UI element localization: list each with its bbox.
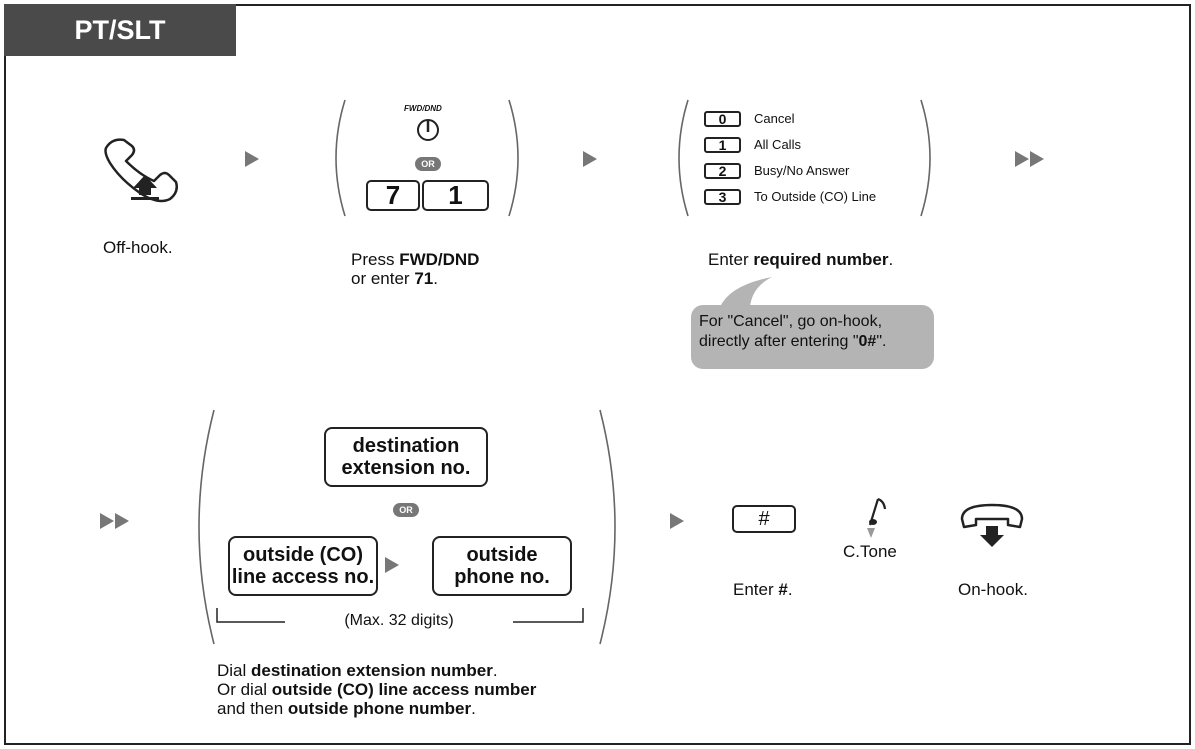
off-hook-label: Off-hook. bbox=[103, 238, 173, 257]
tab-label: PT/SLT bbox=[74, 14, 166, 45]
step-arrow-2 bbox=[583, 151, 597, 167]
option-label-all-calls: All Calls bbox=[754, 137, 801, 152]
step5-caption: Enter #. bbox=[733, 580, 793, 599]
option-key-0: 0 bbox=[704, 111, 741, 127]
or-badge-2: OR bbox=[393, 503, 419, 517]
co-line-access-box: outside (CO)line access no. bbox=[228, 536, 378, 596]
bracket-right bbox=[508, 99, 519, 217]
bracket-left bbox=[335, 99, 346, 217]
step2-caption: Press FWD/DND or enter 71. bbox=[351, 250, 480, 288]
cancel-note: For "Cancel", go on-hook, directly after… bbox=[691, 305, 934, 369]
max-digits-label: (Max. 32 digits) bbox=[344, 612, 454, 629]
option-label-busy-no-answer: Busy/No Answer bbox=[754, 163, 850, 178]
step-arrow-5 bbox=[670, 513, 684, 529]
step-arrow-4a bbox=[100, 513, 114, 529]
option-key-1: 1 bbox=[704, 137, 741, 153]
step-arrow-3b bbox=[1030, 151, 1044, 167]
music-note-icon bbox=[867, 497, 887, 538]
fwd-dnd-key-label: FWD/DND bbox=[404, 104, 442, 113]
dial-key-1: 1 bbox=[422, 180, 489, 211]
on-hook-handset-icon bbox=[960, 503, 1024, 529]
step-arrow-1 bbox=[245, 151, 259, 167]
step4-caption: Dial destination extension number. Or di… bbox=[217, 661, 537, 718]
or-badge: OR bbox=[415, 157, 441, 171]
diagram-frame bbox=[4, 4, 1191, 745]
tab-pt-slt: PT/SLT bbox=[4, 4, 236, 56]
down-arrow-icon bbox=[980, 526, 1004, 547]
off-hook-handset-icon bbox=[104, 138, 178, 203]
dial-key-7: 7 bbox=[366, 180, 420, 211]
on-hook-label: On-hook. bbox=[958, 580, 1028, 599]
step-arrow-4b bbox=[115, 513, 129, 529]
option-label-cancel: Cancel bbox=[754, 111, 795, 126]
step3-caption: Enter required number. bbox=[708, 250, 894, 269]
option-key-2: 2 bbox=[704, 163, 741, 179]
confirmation-tone-label: C.Tone bbox=[843, 542, 897, 561]
hash-key: # bbox=[732, 505, 796, 533]
step-arrow-3a bbox=[1015, 151, 1029, 167]
option-key-3: 3 bbox=[704, 189, 741, 205]
up-arrow-icon bbox=[133, 175, 157, 195]
inner-arrow bbox=[385, 557, 399, 573]
note-tail bbox=[720, 277, 772, 307]
option-label-to-outside-line: To Outside (CO) Line bbox=[754, 189, 877, 204]
